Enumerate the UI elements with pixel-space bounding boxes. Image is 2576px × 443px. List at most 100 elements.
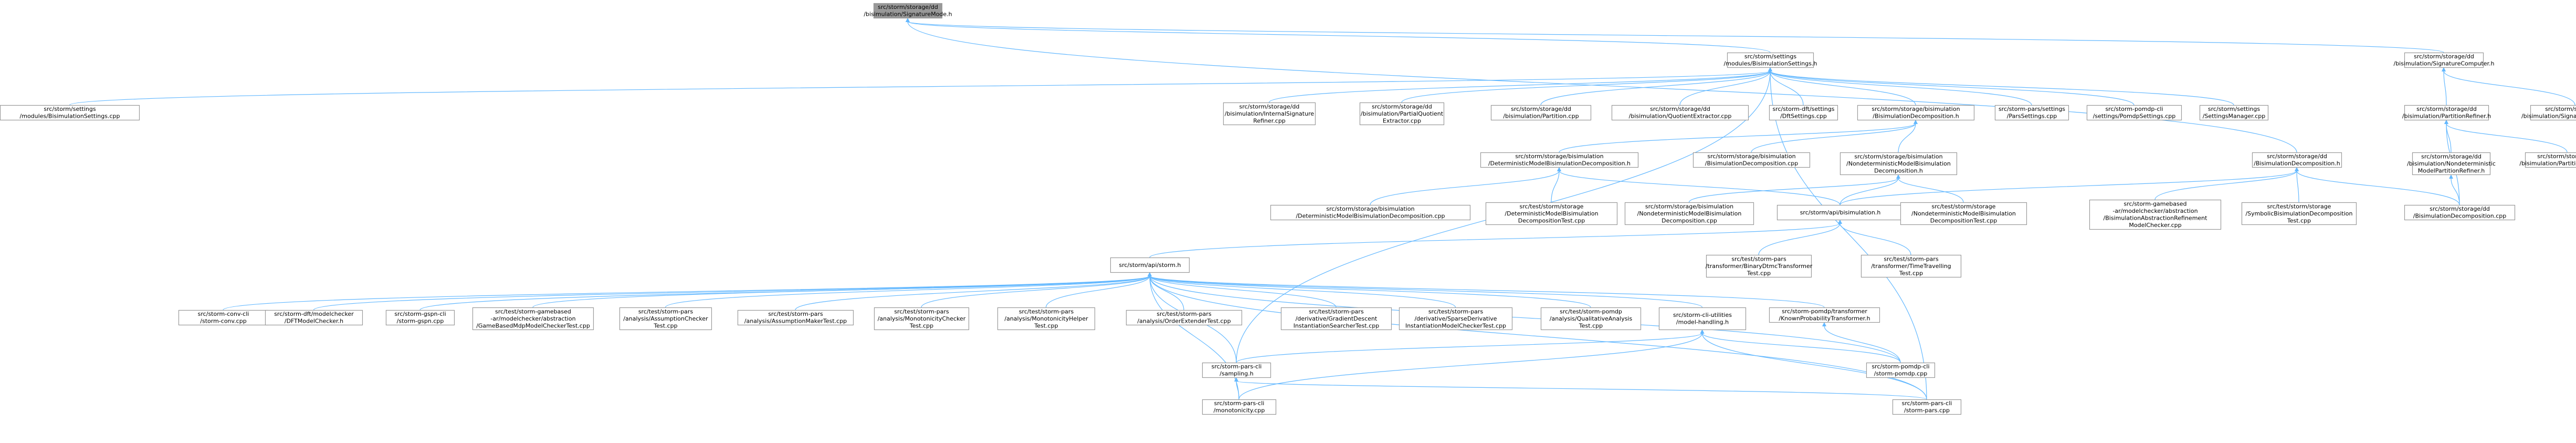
node-label-line: src/storm/storage/dd xyxy=(2416,106,2477,112)
node-label-line: /ParsSettings.cpp xyxy=(2007,113,2057,120)
graph-node[interactable]: src/storm-gamebased-ar/modelchecker/abst… xyxy=(2089,199,2222,230)
node-label-line: /analysis/OrderExtenderTest.cpp xyxy=(1137,318,1231,325)
node-label-line: src/storm/storage/dd xyxy=(2414,53,2474,60)
graph-node[interactable]: src/storm/storage/dd/bisimulation/Partit… xyxy=(2402,105,2491,121)
node-label-line: /DFTModelChecker.h xyxy=(285,318,343,325)
edge-n34-to-n29 xyxy=(419,275,1150,311)
graph-node[interactable]: src/storm/storage/dd/bisimulation/Nondet… xyxy=(2407,152,2496,176)
graph-node[interactable]: src/storm-pomdp-cli/storm-pomdp.cpp xyxy=(1866,362,1936,378)
graph-node[interactable]: src/storm-pars-cli/monotonicity.cpp xyxy=(1202,399,1277,415)
graph-node[interactable]: src/storm/storage/bisimulation/Bisimulat… xyxy=(1692,152,1811,168)
node-box xyxy=(1202,362,1271,378)
node-label-line: /NondeterministicModelBisimulation xyxy=(1911,210,2016,217)
edge-n16-to-n9 xyxy=(1751,123,1916,153)
node-label-line: /KnownProbabilityTransformer.h xyxy=(1779,315,1870,322)
node-label-line: /monotonicity.cpp xyxy=(1214,407,1265,414)
node-box xyxy=(2199,105,2269,121)
node-label-line: src/storm-pars/settings xyxy=(1999,106,2065,112)
node-label-line: src/storm/storage/bisimulation xyxy=(1645,203,1733,210)
node-label-line: /modules/BisimulationSettings.cpp xyxy=(20,113,120,120)
node-label-line: /BisimulationDecomposition.h xyxy=(2254,160,2340,167)
node-label-line: /bisimulation/InternalSignature xyxy=(1225,110,1314,117)
graph-node[interactable]: src/storm-conv-cli/storm-conv.cpp xyxy=(178,310,269,326)
node-label-line: src/storm-conv-cli xyxy=(198,311,249,317)
edge-n26-to-n20 xyxy=(2154,170,2297,200)
node-box xyxy=(1658,307,1747,331)
graph-node[interactable]: src/test/storm-gamebased-ar/modelchecker… xyxy=(472,307,594,331)
node-label-line: src/storm/storage/dd xyxy=(2267,153,2327,160)
edge-n22-to-n15 xyxy=(1551,170,1560,203)
graph-node[interactable]: src/storm-pars-cli/storm-pars.cpp xyxy=(1892,399,1962,415)
node-box xyxy=(1202,399,1277,415)
graph-node[interactable]: src/test/storm-pars/analysis/Monotonicit… xyxy=(874,307,970,331)
graph-node[interactable]: src/storm/storage/bisimulation/Nondeterm… xyxy=(1839,152,1958,176)
graph-node[interactable]: src/test/storm-pars/analysis/OrderExtend… xyxy=(1126,310,1243,326)
node-label-line: src/storm-gamebased xyxy=(2124,201,2187,208)
graph-node[interactable]: src/storm/storage/dd/bisimulation/Partia… xyxy=(1359,102,1445,126)
node-box xyxy=(2086,105,2182,121)
edge-n49-to-n29 xyxy=(1149,275,1927,400)
graph-node[interactable]: src/storm-pomdp-cli/settings/PomdpSettin… xyxy=(2086,105,2182,121)
node-label-line: DecompositionTest.cpp xyxy=(1930,217,1997,224)
graph-node[interactable]: src/test/storm/storage/NondeterministicM… xyxy=(1900,202,2027,225)
graph-node[interactable]: src/storm-pars/settings/ParsSettings.cpp xyxy=(1994,105,2069,121)
node-label-line: /BisimulationDecomposition.cpp xyxy=(2413,213,2506,220)
edge-n43-to-n29 xyxy=(1149,275,1591,308)
node-label-line: /bisimulation/SignatureComputer.h xyxy=(2393,60,2494,67)
graph-node[interactable]: src/test/storm/storage/DeterministicMode… xyxy=(1485,202,1618,225)
graph-node[interactable]: src/storm-pomdp/transformer/KnownProbabi… xyxy=(1769,307,1880,323)
node-label-line: /DeterministicModelBisimulation xyxy=(1505,210,1598,217)
graph-node[interactable]: src/test/storm-pomdp/analysis/Qualitativ… xyxy=(1540,307,1642,331)
graph-node[interactable]: src/storm/settings/SettingsManager.cpp xyxy=(2199,105,2269,121)
graph-node[interactable]: src/test/storm-pars/analysis/AssumptionM… xyxy=(737,310,854,326)
graph-node[interactable]: src/storm/storage/bisimulation/Nondeterm… xyxy=(1624,202,1754,225)
edge-n7-to-n1 xyxy=(1679,70,1771,106)
graph-node[interactable]: src/storm/storage/dd/bisimulation/Intern… xyxy=(1223,102,1316,126)
graph-node[interactable]: src/test/storm-pars/derivative/GradientD… xyxy=(1280,307,1392,331)
graph-node[interactable]: src/test/storm-pars/transformer/BinaryDt… xyxy=(1706,254,1813,278)
graph-node[interactable]: src/test/storm-pars/derivative/SparseDer… xyxy=(1399,307,1513,331)
graph-node[interactable]: src/test/storm-pars/transformer/TimeTrav… xyxy=(1860,254,1962,278)
node-label-line: src/storm/storage/bisimulation xyxy=(1854,153,1942,160)
graph-node[interactable]: src/storm/storage/dd/BisimulationDecompo… xyxy=(2404,204,2516,221)
graph-node[interactable]: src/storm/storage/dd/bisimulation/Quotie… xyxy=(1611,105,1749,121)
graph-node[interactable]: src/test/storm-pars/analysis/AssumptionC… xyxy=(619,307,712,331)
node-label-line: /bisimulation/PartitionRefiner.h xyxy=(2402,113,2491,120)
graph-node[interactable]: src/storm-cli-utilities/model-handling.h xyxy=(1658,307,1747,331)
graph-node[interactable]: src/storm/storage/dd/bisimulation/Signat… xyxy=(2521,105,2576,121)
node-box xyxy=(178,310,269,326)
node-label-line: src/test/storm-pars xyxy=(894,308,949,315)
node-label-line: src/test/storm-pars xyxy=(1156,311,1212,317)
graph-node[interactable]: src/storm-dft/settings/DftSettings.cpp xyxy=(1769,105,1838,121)
node-label-line: /model-handling.h xyxy=(1676,319,1729,326)
graph-node[interactable]: src/storm/storage/dd/BisimulationDecompo… xyxy=(2252,152,2342,168)
graph-node[interactable]: src/storm/settings/modules/BisimulationS… xyxy=(0,105,140,121)
node-box xyxy=(1892,399,1962,415)
graph-node[interactable]: src/storm-pars-cli/sampling.h xyxy=(1202,362,1271,378)
node-label-line: src/test/storm-pars xyxy=(1731,255,1786,262)
edge-arrowhead xyxy=(1838,220,1842,224)
graph-node[interactable]: src/storm/settings/modules/BisimulationS… xyxy=(1724,52,1817,68)
graph-node[interactable]: src/storm/storage/dd/bisimulation/Partit… xyxy=(2519,152,2576,168)
edge-n9-to-n1 xyxy=(1770,70,1916,106)
edge-n32-to-n29 xyxy=(223,275,1150,311)
graph-node[interactable]: src/storm/storage/bisimulation/Determini… xyxy=(1270,204,1471,221)
graph-node[interactable]: src/storm-gspn-cli/storm-gspn.cpp xyxy=(385,310,455,326)
graph-node[interactable]: src/storm/storage/bisimulation/Bisimulat… xyxy=(1857,105,1975,121)
graph-node[interactable]: src/storm/storage/bisimulation/Determini… xyxy=(1480,152,1639,168)
edge-n36-to-n29 xyxy=(665,275,1150,308)
graph-node[interactable]: src/storm/storage/dd/bisimulation/Signat… xyxy=(2393,52,2495,68)
graph-node[interactable]: src/storm/api/storm.h xyxy=(1110,257,1190,273)
node-label-line: /sampling.h xyxy=(1219,370,1253,377)
edge-arrowhead xyxy=(2444,120,2448,124)
graph-node[interactable]: src/storm/storage/dd/bisimulation/Partit… xyxy=(1490,105,1592,121)
node-label-line: src/storm-gspn-cli xyxy=(394,311,446,317)
node-label-line: src/test/storm-pomdp xyxy=(1560,308,1622,315)
graph-node[interactable]: src/storm/api/bisimulation.h xyxy=(1776,204,1904,221)
graph-node[interactable]: src/test/storm/storage/SymbolicBisimulat… xyxy=(2241,202,2357,225)
graph-node[interactable]: src/storm/storage/dd/bisimulation/Signat… xyxy=(864,3,952,19)
node-box xyxy=(1692,152,1811,168)
graph-node[interactable]: src/test/storm-pars/analysis/Monotonicit… xyxy=(997,307,1096,331)
node-box xyxy=(0,105,140,121)
graph-node[interactable]: src/storm-dft/modelchecker/DFTModelCheck… xyxy=(265,310,363,326)
